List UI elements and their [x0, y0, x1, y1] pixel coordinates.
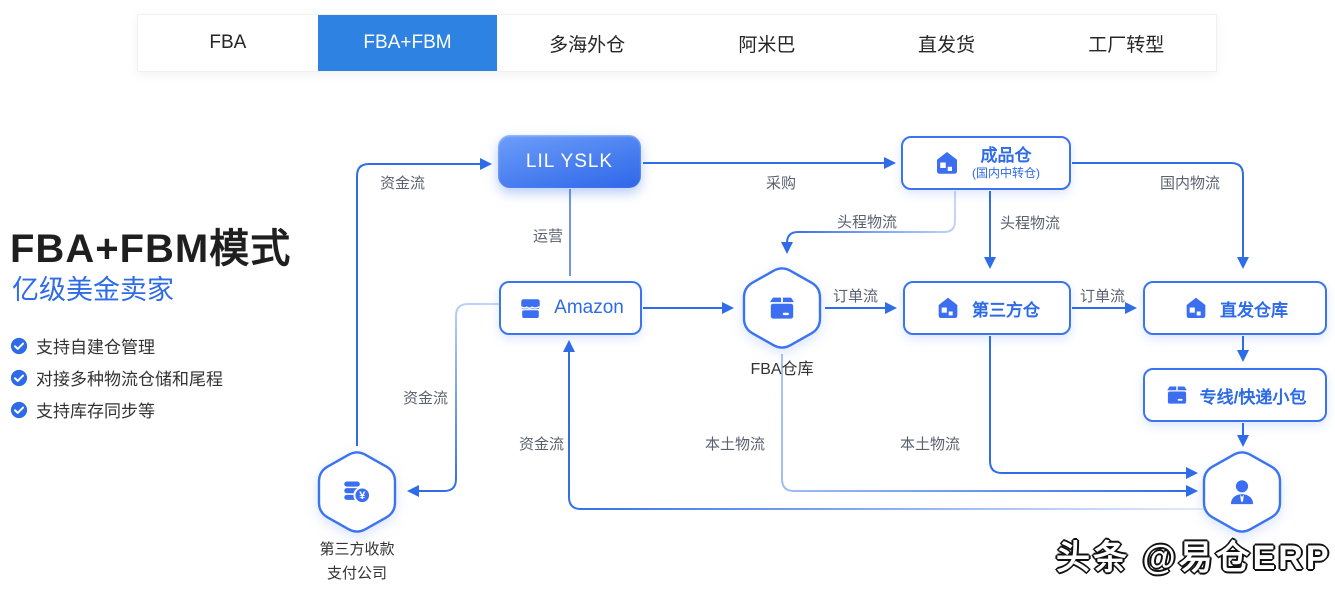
node-subtitle: (国内中转仓)	[972, 166, 1040, 181]
flow-label-order-flow-left: 订单流	[833, 288, 879, 305]
flow-label-funds-mid: 资金流	[403, 390, 449, 407]
page-subtitle: 亿级美金卖家	[12, 275, 174, 305]
flow-label-domestic-logistics: 国内物流	[1160, 175, 1221, 192]
person-icon	[1225, 475, 1259, 509]
node-label: Amazon	[554, 297, 624, 318]
flow-label-funds-top: 资金流	[380, 175, 426, 192]
page-title: FBA+FBM模式	[10, 227, 292, 271]
watermark: 头条 @易仓ERP	[1056, 539, 1332, 577]
flow-label-local-logistics-left: 本土物流	[705, 436, 766, 453]
node-third-party-warehouse: 第三方仓	[903, 281, 1071, 335]
node-amazon: Amazon	[499, 281, 642, 335]
flow-label-order-flow-right: 订单流	[1080, 288, 1126, 305]
node-customer	[1200, 448, 1284, 536]
feature-item: 对接多种物流仓储和尾程	[10, 365, 223, 390]
tab-fba-fbm[interactable]: FBA+FBM	[317, 15, 498, 71]
feature-item: 支持自建仓管理	[10, 333, 223, 358]
svg-text:¥: ¥	[359, 490, 366, 502]
warehouse-icon	[932, 148, 962, 178]
check-icon	[10, 401, 28, 419]
payment-company-line1: 第三方收款	[319, 541, 395, 558]
payment-company-label: 第三方收款 支付公司	[297, 538, 417, 586]
feature-item: 支持库存同步等	[10, 397, 223, 422]
feature-text: 对接多种物流仓储和尾程	[36, 370, 223, 389]
storefront-icon	[517, 295, 544, 322]
fba-warehouse-label: FBA仓库	[750, 361, 814, 378]
flow-label-operation: 运营	[533, 228, 564, 245]
tab-fba[interactable]: FBA	[209, 32, 247, 53]
flow-label-first-leg-right: 头程物流	[1000, 215, 1061, 232]
package-icon	[1164, 382, 1190, 408]
node-finished-goods-warehouse: 成品仓 (国内中转仓)	[901, 136, 1071, 190]
node-label: 直发仓库	[1220, 300, 1288, 320]
feature-list: 支持自建仓管理 对接多种物流仓储和尾程 支持库存同步等	[10, 333, 223, 429]
coins-yuan-icon: ¥	[340, 475, 374, 509]
node-title: 成品仓	[980, 145, 1032, 165]
check-icon	[10, 337, 28, 355]
payment-company-line2: 支付公司	[326, 565, 387, 582]
node-payment-company: ¥	[315, 448, 399, 536]
node-label: 专线/快递小包	[1199, 387, 1307, 407]
warehouse-icon	[934, 294, 962, 322]
seller-label: LIL YSLK	[525, 150, 614, 172]
flow-label-local-logistics-right: 本土物流	[900, 436, 961, 453]
check-icon	[10, 369, 28, 387]
tab-factory-transformation[interactable]: 工厂转型	[1088, 34, 1165, 56]
feature-text: 支持自建仓管理	[36, 338, 155, 357]
node-label: 第三方仓	[972, 300, 1040, 320]
package-icon	[766, 292, 798, 324]
node-express-line-parcel: 专线/快递小包	[1143, 368, 1327, 422]
flow-label-purchase: 采购	[766, 175, 797, 192]
feature-text: 支持库存同步等	[36, 402, 155, 421]
mode-tabbar: FBA FBA+FBM 多海外仓 阿米巴 直发货 工厂转型	[137, 14, 1217, 72]
tab-direct-shipping[interactable]: 直发货	[918, 34, 976, 56]
warehouse-icon	[1182, 294, 1210, 322]
tab-multi-overseas-warehouse[interactable]: 多海外仓	[549, 34, 626, 56]
node-direct-ship-warehouse: 直发仓库	[1143, 281, 1327, 335]
node-seller: LIL YSLK	[498, 135, 641, 188]
tab-amoeba[interactable]: 阿米巴	[738, 34, 796, 56]
node-fba-warehouse	[740, 264, 824, 352]
flow-label-funds-bottom: 资金流	[519, 436, 565, 453]
flow-label-first-leg-left: 头程物流	[837, 214, 898, 231]
